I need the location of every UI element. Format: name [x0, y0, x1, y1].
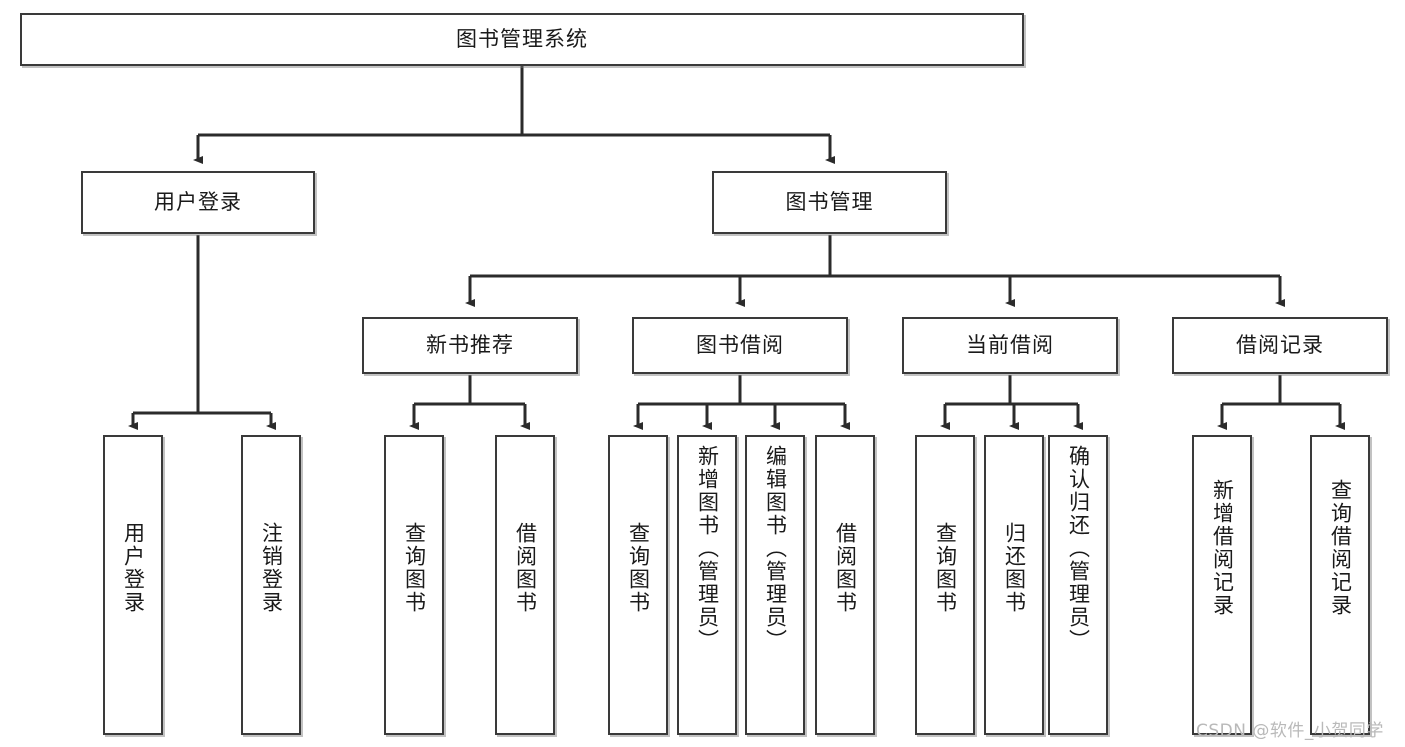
- csdn-watermark: CSDN @软件_小贺同学: [1196, 721, 1384, 741]
- leaf-user-login[interactable]: 用户登录: [103, 435, 163, 735]
- leaf-query-book-1[interactable]: 查询图书: [384, 435, 444, 735]
- node-new-book-recommend[interactable]: 新书推荐: [362, 317, 578, 374]
- leaf-return-book-label: 归还图书: [1002, 522, 1027, 614]
- leaf-confirm-return[interactable]: 确认归还（管理员）: [1048, 435, 1108, 735]
- leaf-query-record-label: 查询借阅记录: [1328, 479, 1353, 617]
- leaf-borrow-book-2[interactable]: 借阅图书: [815, 435, 875, 735]
- node-new-book-recommend-label: 新书推荐: [426, 332, 514, 357]
- node-current-borrow[interactable]: 当前借阅: [902, 317, 1118, 374]
- node-current-borrow-label: 当前借阅: [966, 332, 1054, 357]
- leaf-borrow-book-2-label: 借阅图书: [833, 522, 858, 614]
- leaf-query-book-3-label: 查询图书: [933, 522, 958, 614]
- leaf-user-logout[interactable]: 注销登录: [241, 435, 301, 735]
- leaf-query-record[interactable]: 查询借阅记录: [1310, 435, 1370, 735]
- leaf-add-book-label: 新增图书（管理员）: [695, 445, 720, 652]
- leaf-user-login-label: 用户登录: [121, 522, 146, 614]
- leaf-query-book-2-label: 查询图书: [626, 522, 651, 614]
- node-book-borrow[interactable]: 图书借阅: [632, 317, 848, 374]
- leaf-edit-book-label: 编辑图书（管理员）: [763, 445, 788, 652]
- node-root[interactable]: 图书管理系统: [20, 13, 1024, 66]
- node-root-label: 图书管理系统: [456, 26, 588, 51]
- leaf-edit-book[interactable]: 编辑图书（管理员）: [745, 435, 805, 735]
- leaf-confirm-return-label: 确认归还（管理员）: [1066, 445, 1091, 652]
- node-book-management[interactable]: 图书管理: [712, 171, 947, 234]
- leaf-query-book-3[interactable]: 查询图书: [915, 435, 975, 735]
- leaf-add-book[interactable]: 新增图书（管理员）: [677, 435, 737, 735]
- node-book-borrow-label: 图书借阅: [696, 332, 784, 357]
- node-book-management-label: 图书管理: [785, 189, 874, 214]
- leaf-add-record[interactable]: 新增借阅记录: [1192, 435, 1252, 735]
- leaf-query-book-1-label: 查询图书: [402, 522, 427, 614]
- leaf-return-book[interactable]: 归还图书: [984, 435, 1044, 735]
- leaf-borrow-book-1[interactable]: 借阅图书: [495, 435, 555, 735]
- leaf-query-book-2[interactable]: 查询图书: [608, 435, 668, 735]
- leaf-borrow-book-1-label: 借阅图书: [513, 522, 538, 614]
- node-user-login-label: 用户登录: [154, 189, 242, 214]
- node-borrow-record-label: 借阅记录: [1236, 332, 1324, 357]
- node-user-login[interactable]: 用户登录: [81, 171, 315, 234]
- node-borrow-record[interactable]: 借阅记录: [1172, 317, 1388, 374]
- leaf-user-logout-label: 注销登录: [259, 522, 284, 614]
- leaf-add-record-label: 新增借阅记录: [1210, 479, 1235, 617]
